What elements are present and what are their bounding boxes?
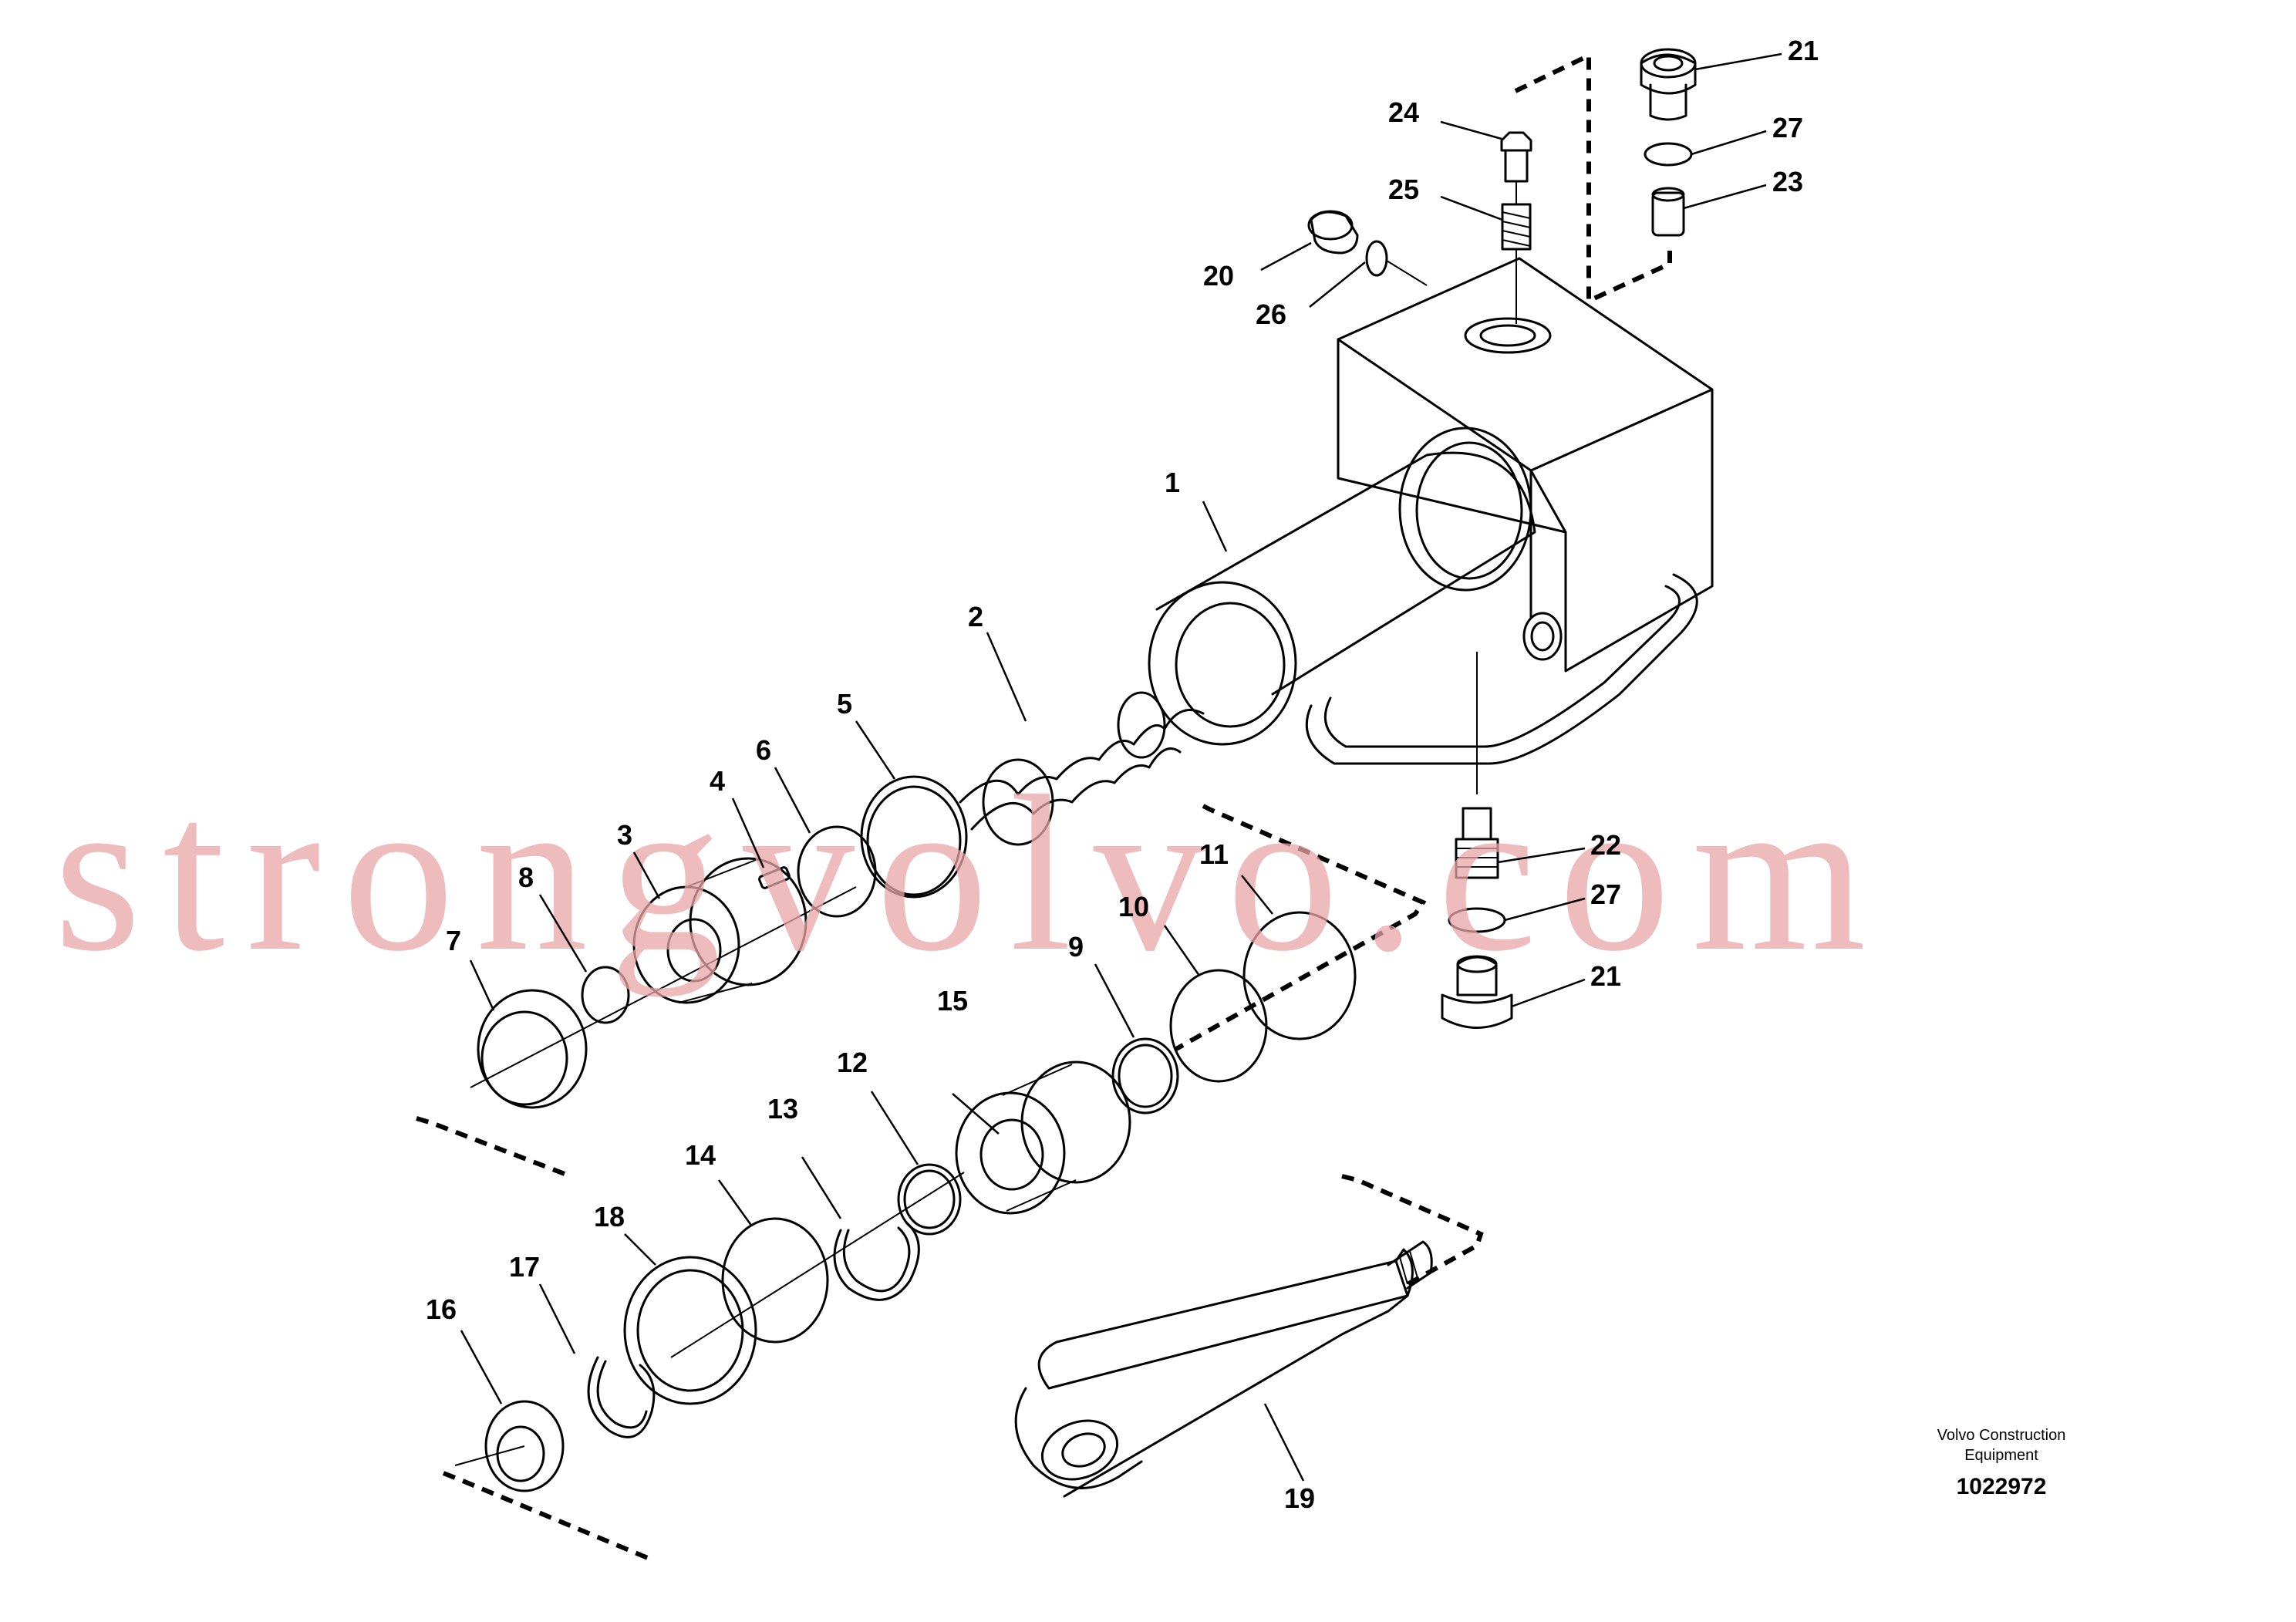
callout-5: 5 xyxy=(837,688,852,720)
manufacturer-line-1: Volvo Construction xyxy=(1937,1427,2066,1444)
callout-16: 16 xyxy=(426,1293,457,1325)
callout-8: 8 xyxy=(518,862,534,893)
valve-housing xyxy=(1148,257,1714,794)
callout-20: 20 xyxy=(1203,260,1234,292)
callout-7: 7 xyxy=(446,925,461,956)
callout-6: 6 xyxy=(756,734,771,766)
callout-1: 1 xyxy=(1165,467,1180,498)
callout-19: 19 xyxy=(1284,1482,1315,1514)
document-number: 1022972 xyxy=(1957,1474,2047,1499)
spring-assembly xyxy=(416,691,1427,1179)
piston-rod-assembly xyxy=(442,911,1484,1560)
callout-leaders xyxy=(460,52,1782,1482)
callout-23: 23 xyxy=(1772,166,1803,197)
callout-21-bottom: 21 xyxy=(1590,960,1621,992)
callout-11: 11 xyxy=(1199,838,1229,870)
callout-labels: 1 2 3 4 5 6 7 8 9 10 11 12 13 14 15 16 1… xyxy=(426,35,1819,1514)
callout-22: 22 xyxy=(1590,829,1621,861)
callout-10: 10 xyxy=(1118,891,1149,922)
callout-24: 24 xyxy=(1388,96,1419,128)
callout-14: 14 xyxy=(685,1139,716,1171)
callout-18: 18 xyxy=(594,1201,625,1233)
callout-21-top: 21 xyxy=(1788,35,1819,66)
callout-15: 15 xyxy=(937,985,968,1017)
callout-27-bottom: 27 xyxy=(1590,878,1621,910)
callout-27-top: 27 xyxy=(1772,112,1803,143)
callout-3: 3 xyxy=(617,819,632,851)
callout-17: 17 xyxy=(509,1251,540,1283)
callout-13: 13 xyxy=(767,1093,798,1125)
title-block: Volvo Construction Equipment 1022972 xyxy=(1937,1427,2066,1499)
callout-2: 2 xyxy=(968,601,983,632)
callout-4: 4 xyxy=(710,765,725,797)
manufacturer-line-2: Equipment xyxy=(1964,1447,2038,1464)
bottom-fittings xyxy=(1441,807,1513,1029)
callout-12: 12 xyxy=(837,1047,868,1078)
callout-9: 9 xyxy=(1068,931,1084,963)
callout-25: 25 xyxy=(1388,174,1419,205)
watermark-text: strongvolvo.com xyxy=(54,750,1887,997)
callout-26: 26 xyxy=(1256,298,1286,330)
top-fittings xyxy=(1307,48,1697,324)
